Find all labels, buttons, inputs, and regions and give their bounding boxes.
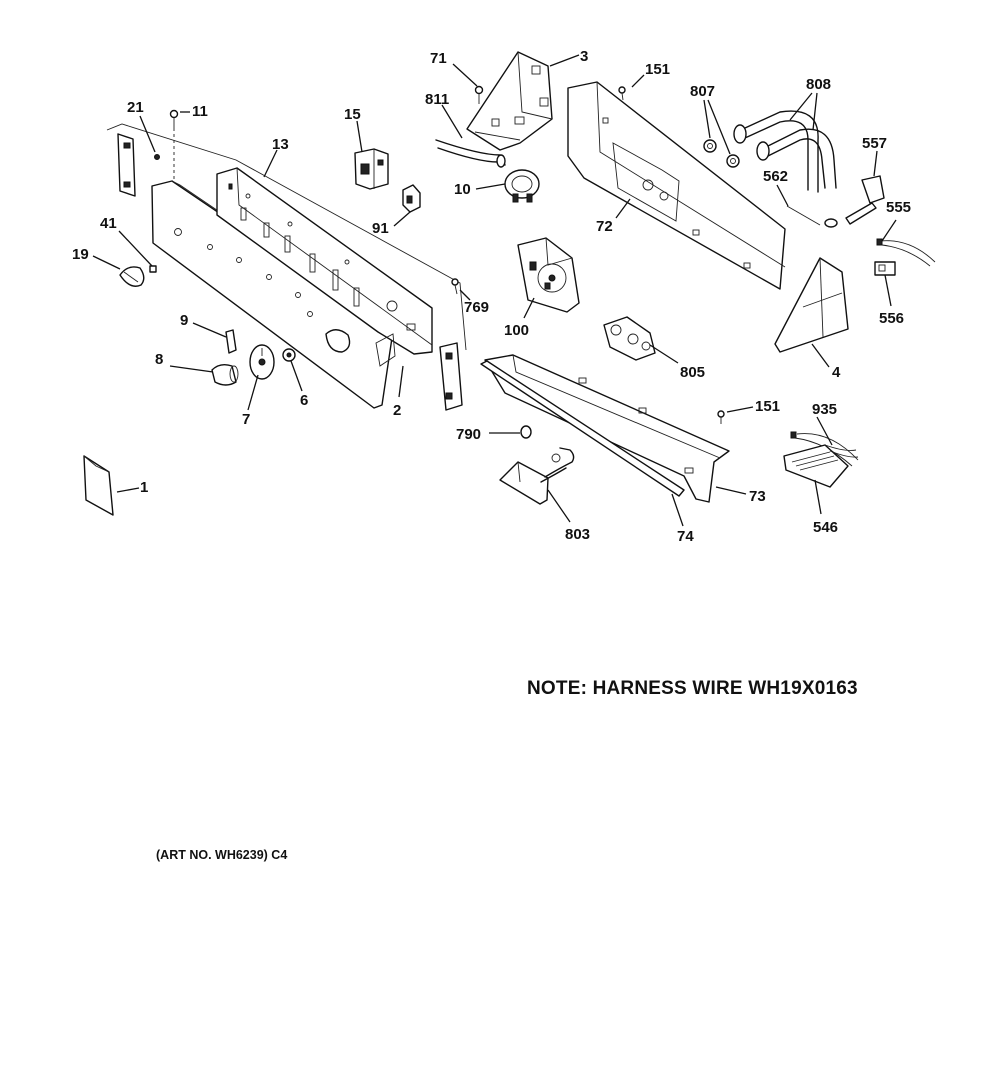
- callout-11: 11: [192, 103, 208, 120]
- callout-74: 74: [677, 528, 694, 545]
- art-number: (ART NO. WH6239) C4: [156, 848, 288, 862]
- part-72-rear-panel: [567, 81, 786, 290]
- callout-808: 808: [806, 76, 831, 93]
- callout-91: 91: [372, 220, 389, 237]
- part-8-knob: [211, 363, 239, 386]
- part-805-water-valve: [603, 316, 656, 361]
- part-2-endcap: [439, 342, 463, 411]
- part-808-hoses: [733, 110, 837, 193]
- callout-10: 10: [454, 181, 471, 198]
- part-13-guide-line: [106, 123, 467, 351]
- callout-562: 562: [763, 168, 788, 185]
- callout-790: 790: [456, 426, 481, 443]
- part-6-nut: [282, 348, 296, 362]
- callout-13: 13: [272, 136, 289, 153]
- callout-2: 2: [393, 402, 401, 419]
- callout-6: 6: [300, 392, 308, 409]
- callout-73: 73: [749, 488, 766, 505]
- leader-lines: [92, 54, 897, 527]
- callout-935: 935: [812, 401, 837, 418]
- callout-556: 556: [879, 310, 904, 327]
- callout-151-top: 151: [645, 61, 670, 78]
- callout-1: 1: [140, 479, 148, 496]
- callout-807: 807: [690, 83, 715, 100]
- callout-4: 4: [832, 364, 841, 381]
- part-3-bracket: [466, 51, 553, 151]
- callout-546: 546: [813, 519, 838, 536]
- callout-21: 21: [127, 99, 144, 116]
- part-13-backsplash-rail: [216, 167, 433, 367]
- callout-41: 41: [100, 215, 117, 232]
- part-11-screw: [169, 109, 179, 190]
- part-41-clip: [149, 265, 157, 273]
- part-562-sensor: [786, 205, 838, 228]
- part-91-switch: [402, 184, 421, 213]
- part-19-knob: [119, 266, 145, 287]
- part-15-switch: [354, 148, 389, 190]
- part-10-pressure-switch: [504, 169, 540, 203]
- callout-100: 100: [504, 322, 529, 339]
- part-4-bracket: [774, 257, 849, 353]
- callout-8: 8: [155, 351, 163, 368]
- part-790-clamp: [520, 425, 532, 439]
- callout-3: 3: [580, 48, 588, 65]
- part-9-clip: [225, 329, 237, 354]
- callout-labels: 1 2 3 4 6 7 8 9 10 11 13 15 19 21 41 71 …: [72, 48, 911, 545]
- callout-7: 7: [242, 411, 250, 428]
- part-151-screw-top: [618, 86, 626, 101]
- callout-805: 805: [680, 364, 705, 381]
- part-73-rail: [484, 354, 730, 503]
- callout-557: 557: [862, 135, 887, 152]
- part-769-screw: [451, 278, 459, 295]
- part-7-dial: [249, 344, 275, 380]
- part-1-envelope: [83, 455, 114, 516]
- part-557-bracket: [845, 175, 885, 225]
- callout-769: 769: [464, 299, 489, 316]
- callout-19: 19: [72, 246, 89, 263]
- part-807-washers: [703, 139, 740, 168]
- part-21-endcap: [117, 133, 160, 197]
- callout-72: 72: [596, 218, 613, 235]
- part-556-connector: [874, 261, 896, 276]
- callout-15: 15: [344, 106, 361, 123]
- part-71-screw: [474, 85, 484, 104]
- harness-note: NOTE: HARNESS WIRE WH19X0163: [527, 678, 858, 699]
- part-546-harness-block: [783, 444, 859, 488]
- callout-151-lower: 151: [755, 398, 780, 415]
- part-100-timer: [517, 237, 580, 313]
- part-555-wire: [876, 238, 936, 267]
- callout-71: 71: [430, 50, 447, 67]
- part-803-dispenser: [499, 447, 575, 505]
- part-151-screw-lower: [717, 410, 725, 424]
- part-74-strip: [480, 360, 685, 497]
- control-panel-front: [151, 180, 399, 409]
- callout-555: 555: [886, 199, 911, 216]
- callout-9: 9: [180, 312, 188, 329]
- callout-811: 811: [425, 91, 449, 108]
- part-811-hose: [435, 139, 506, 168]
- callout-803: 803: [565, 526, 590, 543]
